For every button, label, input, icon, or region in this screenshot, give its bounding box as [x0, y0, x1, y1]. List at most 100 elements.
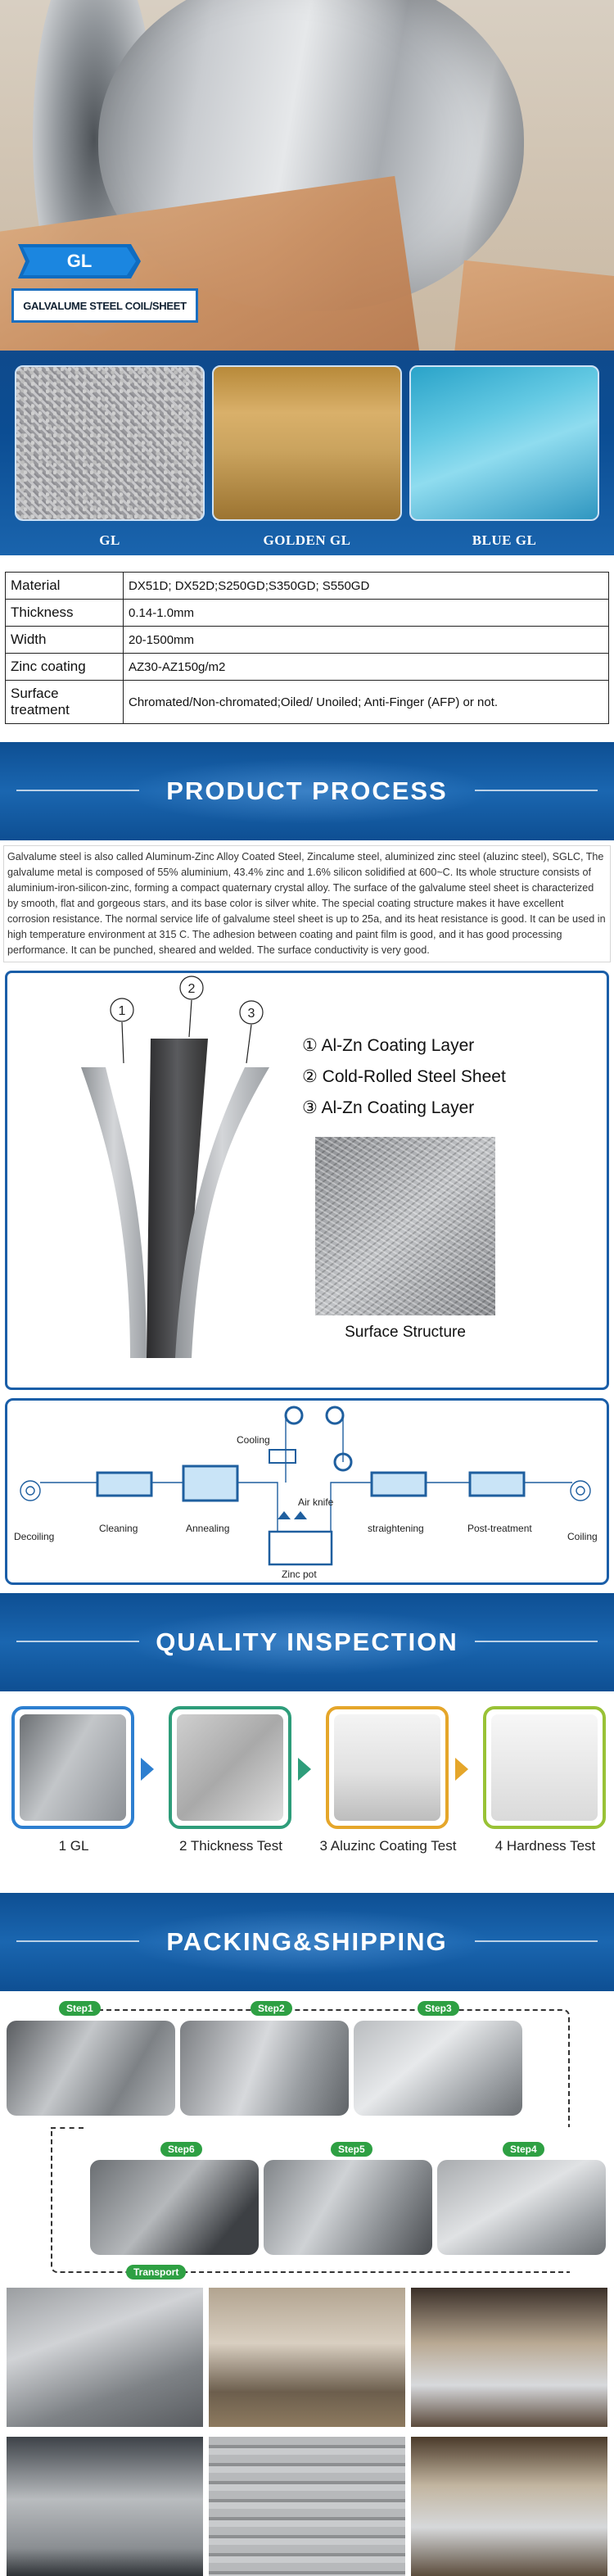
production-line-diagram: Decoiling Cleaning Annealing Cooling Air…: [5, 1398, 609, 1585]
label-post-treatment: Post-treatment: [467, 1523, 532, 1534]
marker-1: 1: [119, 1004, 126, 1018]
quality-label: 2 Thickness Test: [179, 1838, 282, 1854]
marker-line: [121, 1021, 124, 1064]
marker-circle: [239, 1000, 264, 1025]
air-knife-icon: [294, 1511, 307, 1519]
label-air-knife: Air knife: [298, 1496, 334, 1508]
spec-value: Chromated/Non-chromated;Oiled/ Unoiled; …: [123, 680, 609, 724]
left-coating-layer: [81, 1067, 147, 1358]
layer-item: ① Al-Zn Coating Layer: [302, 1036, 475, 1055]
decoiler-core: [25, 1486, 35, 1496]
label-decoiling: Decoiling: [14, 1531, 54, 1542]
post-treatment-unit: [468, 1471, 526, 1497]
cooling-box: [269, 1449, 296, 1464]
color-swatches: GL GOLDEN GL BLUE GL: [0, 351, 614, 555]
table-row: Thickness 0.14-1.0mm: [5, 599, 609, 627]
coating-structure-diagram: 1 2 3 ① Al-Zn Coating Layer ② Cold-Rolle…: [5, 971, 609, 1390]
swatch-label-golden-gl: GOLDEN GL: [263, 532, 351, 548]
layer-illustration: 1 2 3: [81, 976, 269, 1358]
quality-steps: 1 GL 2 Thickness Test 3 Aluzinc Coating …: [0, 1696, 614, 1885]
marker-2: 2: [188, 982, 196, 996]
spec-section: Material DX51D; DX52D;S250GD;S350GD; S55…: [0, 555, 614, 734]
swatch-label-gl: GL: [99, 532, 120, 548]
kraft-paper-image-right: [454, 260, 614, 352]
swatch-blue-gl-image: [409, 365, 599, 521]
packing-photo-4: [437, 2160, 606, 2255]
coating-test-photo: [334, 1714, 440, 1821]
section-title: PACKING&SHIPPING: [166, 1927, 448, 1956]
banner-line: [475, 1641, 598, 1642]
packing-photo-6: [90, 2160, 259, 2255]
arrow-right-icon: [455, 1758, 468, 1781]
spec-value: DX51D; DX52D;S250GD;S350GD; S550GD: [123, 572, 609, 600]
straightening-unit: [370, 1471, 427, 1497]
hero-caption: GALVALUME STEEL COIL/SHEET: [11, 288, 198, 323]
process-description: Galvalume steel is also called Aluminum-…: [3, 845, 611, 962]
banner-glow: [123, 1909, 491, 1975]
container-photo: [411, 2288, 607, 2427]
swatch-gl-image: [15, 365, 205, 521]
cleaning-unit: [96, 1471, 153, 1497]
swatch-label-blue-gl: BLUE GL: [472, 532, 537, 548]
packing-photo-2: [180, 2021, 349, 2116]
coil-container-photo: [7, 2437, 203, 2576]
step-path: [51, 2127, 570, 2273]
banner-line: [16, 1641, 139, 1642]
packing-steps: Step1 Step2 Step3 Step4 Step5 Step6 Tran…: [0, 1998, 614, 2288]
marker-circle: [179, 976, 204, 1000]
thickness-test-photo: [177, 1714, 283, 1821]
table-row: Material DX51D; DX52D;S250GD;S350GD; S55…: [5, 572, 609, 600]
spec-value: 20-1500mm: [123, 626, 609, 654]
spec-key: Material: [5, 572, 124, 600]
step-badge-4: Step4: [503, 2142, 544, 2157]
shipping-photo-grid: [0, 2288, 614, 2576]
container-load-photo: [411, 2437, 607, 2576]
step-path: [51, 2127, 84, 2129]
hero-section: GL GALVALUME STEEL COIL/SHEET: [0, 0, 614, 352]
coiler-core: [576, 1486, 585, 1496]
step-path: [82, 2009, 570, 2127]
spec-key: Surface treatment: [5, 680, 124, 724]
spec-key: Width: [5, 626, 124, 654]
hardness-test-photo: [491, 1714, 598, 1821]
packing-shipping-banner: PACKING&SHIPPING: [0, 1893, 614, 1991]
decoiler-roll: [20, 1480, 41, 1501]
banner-glow: [123, 1609, 491, 1675]
quality-inspection-banner: QUALITY INSPECTION: [0, 1593, 614, 1691]
banner-line: [475, 790, 598, 791]
hero-caption-text: GALVALUME STEEL COIL/SHEET: [23, 299, 187, 312]
coil-photo: [20, 1714, 126, 1821]
quality-card-gl: [11, 1706, 134, 1829]
table-row: Zinc coating AZ30-AZ150g/m2: [5, 653, 609, 681]
section-title: PRODUCT PROCESS: [166, 776, 448, 805]
quality-card-hardness: [483, 1706, 606, 1829]
zinc-pot-box: [268, 1530, 333, 1566]
packing-photo-3: [354, 2021, 522, 2116]
layer-item: ② Cold-Rolled Steel Sheet: [302, 1067, 506, 1086]
packing-photo-5: [264, 2160, 432, 2255]
arrow-right-icon: [298, 1758, 311, 1781]
arrow-right-icon: [141, 1758, 154, 1781]
banner-glow: [123, 758, 491, 824]
marker-circle: [110, 998, 134, 1022]
quality-label: 4 Hardness Test: [494, 1838, 596, 1854]
label-coiling: Coiling: [567, 1531, 598, 1542]
section-title: QUALITY INSPECTION: [156, 1628, 458, 1656]
banner-line: [475, 1940, 598, 1942]
quality-card-thickness: [169, 1706, 291, 1829]
step-badge-2: Step2: [251, 2001, 292, 2016]
step-badge-1: Step1: [59, 2001, 101, 2016]
label-straightening: straightening: [368, 1523, 424, 1534]
sheet-stack-photo: [209, 2437, 405, 2576]
marker-3: 3: [248, 1007, 255, 1021]
table-row: Surface treatment Chromated/Non-chromate…: [5, 680, 609, 724]
step-badge-6: Step6: [160, 2142, 202, 2157]
hero-badge: GL: [23, 247, 136, 275]
surface-structure-image: [315, 1137, 495, 1315]
label-cleaning: Cleaning: [99, 1523, 138, 1534]
cooling-roll: [284, 1406, 304, 1425]
label-cooling: Cooling: [237, 1434, 270, 1446]
coiler-roll: [570, 1480, 591, 1501]
product-process-banner: PRODUCT PROCESS: [0, 742, 614, 840]
banner-line: [16, 790, 139, 791]
